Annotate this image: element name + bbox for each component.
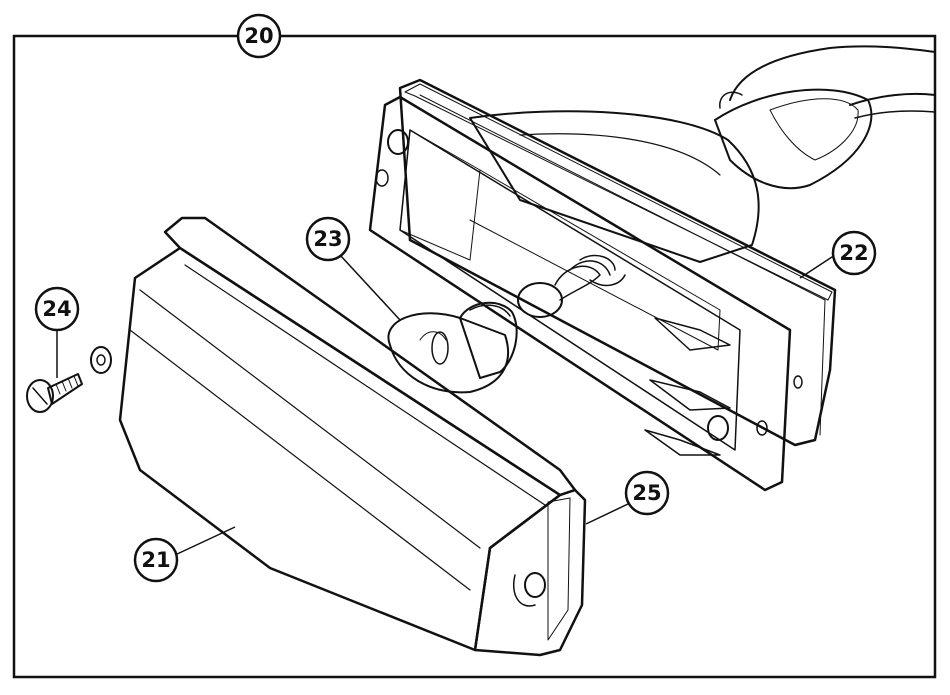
callout-label: 20 bbox=[244, 24, 273, 48]
assembly-frame bbox=[12, 34, 937, 679]
callout-24: 24 bbox=[34, 286, 80, 332]
callout-circle bbox=[34, 286, 80, 332]
callout-20: 20 bbox=[236, 13, 282, 59]
screw-icon bbox=[26, 373, 83, 413]
callout-label: 21 bbox=[141, 548, 170, 572]
callout-label: 24 bbox=[42, 297, 71, 321]
leader-line-22 bbox=[799, 254, 836, 279]
callout-circle bbox=[624, 470, 670, 516]
callout-circle bbox=[831, 230, 877, 276]
callout-23: 23 bbox=[305, 216, 351, 262]
leader-line-21 bbox=[174, 526, 236, 556]
callout-label: 23 bbox=[313, 227, 342, 251]
leader-line-23 bbox=[339, 254, 401, 321]
callout-22: 22 bbox=[831, 230, 877, 276]
callout-circle bbox=[133, 537, 179, 583]
lens-icon bbox=[118, 216, 587, 657]
washer-icon bbox=[90, 346, 112, 374]
bulb-holder-icon bbox=[517, 254, 626, 318]
housing-icon bbox=[368, 45, 936, 492]
callout-21: 21 bbox=[133, 537, 179, 583]
callout-label: 25 bbox=[632, 481, 661, 505]
bulb-icon bbox=[387, 301, 518, 394]
leader-lines bbox=[56, 254, 836, 556]
callout-label: 22 bbox=[839, 241, 868, 265]
callout-circle bbox=[305, 216, 351, 262]
callout-circle bbox=[236, 13, 282, 59]
leader-line-25 bbox=[585, 502, 631, 525]
callout-25: 25 bbox=[624, 470, 670, 516]
